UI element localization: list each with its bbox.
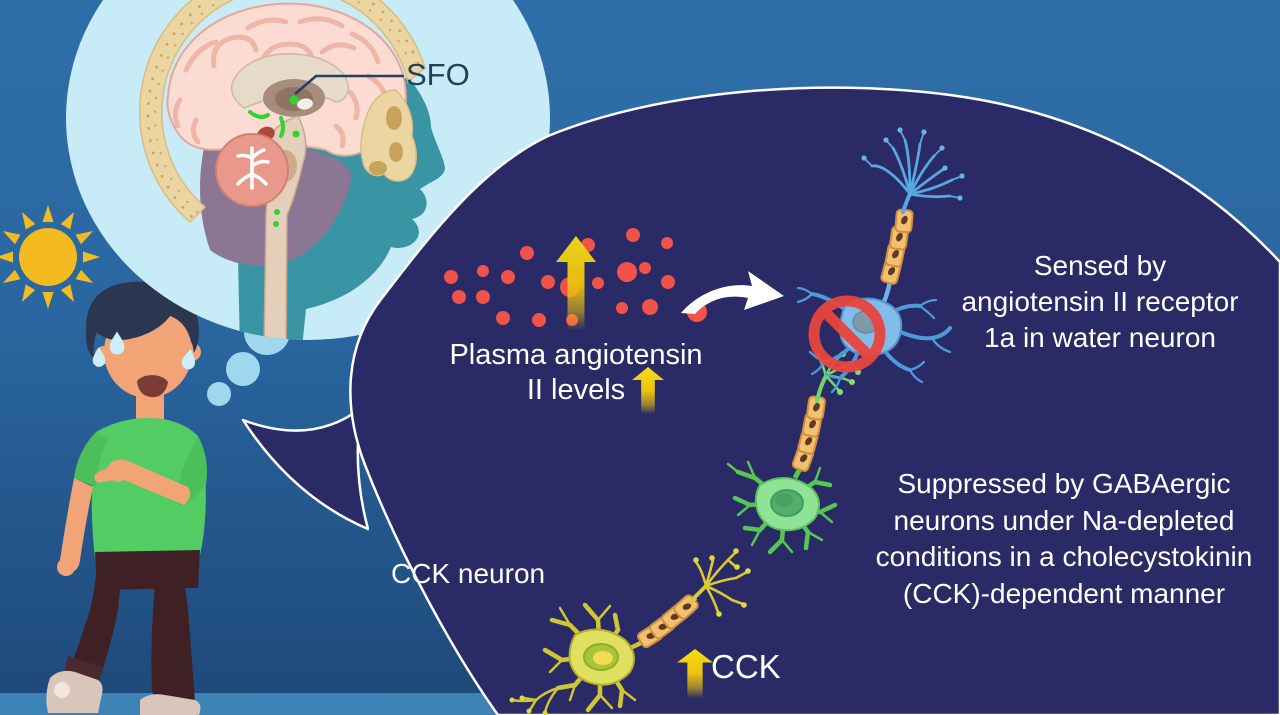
curved-arrow-icon — [681, 271, 784, 314]
plasma-line-1: Plasma angiotensin — [449, 339, 703, 371]
person-mouth — [137, 375, 168, 398]
person-back-shoe — [140, 694, 201, 715]
water-neuron-terminal — [863, 129, 963, 214]
plasma-angiotensin-text: Plasma angiotensin II levels — [428, 338, 724, 408]
suppressed-line-2: neurons under Na-depleted — [893, 504, 1235, 536]
facial-bones — [360, 89, 417, 182]
suppressed-line-3: conditions in a cholecystokinin — [875, 541, 1253, 572]
sensed-line-3: 1a in water neuron — [984, 322, 1216, 353]
brain-illustration — [138, 0, 445, 340]
person-right-forearm — [113, 459, 191, 505]
cck-neuron-yellow — [509, 548, 751, 715]
gaba-neuron-green — [726, 351, 861, 555]
cck-neuron-label: CCK neuron — [391, 558, 546, 589]
person-front-leg — [72, 560, 120, 672]
plasma-line-2: II levels — [526, 374, 626, 406]
sfo-markers — [273, 95, 300, 227]
sfo-pointer-line — [294, 74, 404, 95]
suppressed-line-1: Suppressed by GABAergic — [897, 468, 1231, 499]
cck-label: CCK — [711, 648, 781, 685]
sfo-label: SFO — [406, 57, 470, 92]
person-front-shoe — [46, 670, 103, 713]
sweating-person — [46, 281, 207, 715]
person-hair — [85, 281, 199, 360]
sensed-line-1: Sensed by — [1033, 250, 1167, 281]
suppressed-line-4: (CCK)-dependent manner — [902, 577, 1226, 609]
sensed-line-2: angiotensin II receptor — [961, 286, 1239, 317]
sun-icon — [0, 205, 100, 309]
suppressed-by-text: Suppressed by GABAergic neurons under Na… — [846, 466, 1280, 612]
sensed-by-text: Sensed by angiotensin II receptor 1a in … — [928, 248, 1272, 356]
person-left-arm — [59, 478, 93, 573]
person-back-leg — [151, 585, 196, 715]
no-entry-icon — [808, 295, 886, 373]
speech-bubble-tail — [241, 406, 370, 531]
